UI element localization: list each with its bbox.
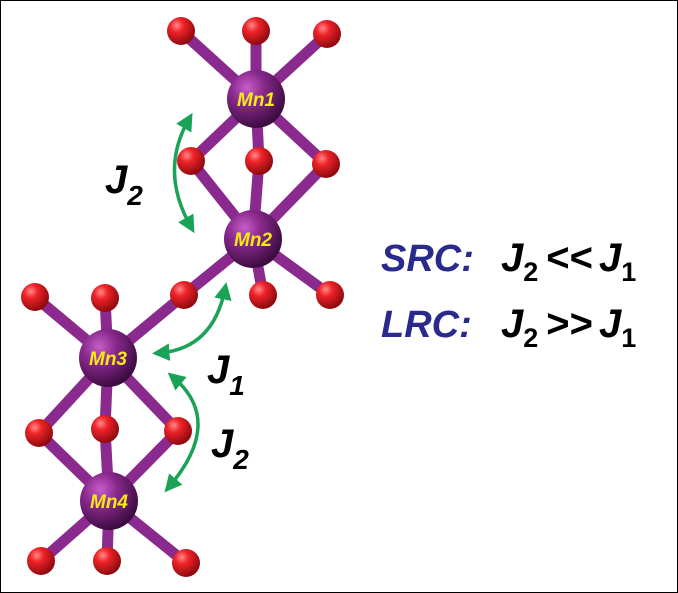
oxygen-atom — [249, 281, 277, 309]
oxygen-atom — [313, 20, 341, 48]
oxygen-atoms — [21, 17, 344, 577]
relation-lrc-expression: J2>>J1 — [501, 302, 636, 353]
mn4-atom: Mn4 — [80, 472, 138, 530]
coupling-label-j2-bottom: J2 — [211, 422, 249, 475]
oxygen-atom — [170, 281, 198, 309]
relation-src: SRC: J2<<J1 — [381, 236, 636, 287]
mn3-label: Mn3 — [89, 349, 127, 370]
relation-lrc-prefix: LRC: — [381, 304, 472, 346]
relation-src-expression: J2<<J1 — [501, 236, 636, 287]
coupling-arrows — [152, 112, 232, 493]
oxygen-atom — [245, 147, 273, 175]
oxygen-atom — [27, 547, 55, 575]
oxygen-atom — [167, 17, 195, 45]
mn2-atom: Mn2 — [224, 210, 282, 268]
arrow-j2-bottom — [164, 372, 200, 493]
mn1-sphere — [227, 70, 285, 128]
arrow-j1 — [152, 282, 232, 361]
oxygen-atom — [242, 17, 270, 45]
oxygen-atom — [91, 284, 119, 312]
mn4-label: Mn4 — [90, 492, 128, 513]
mn1-atom: Mn1 — [227, 70, 285, 128]
mn3-atom: Mn3 — [79, 329, 137, 387]
oxygen-atom — [164, 417, 192, 445]
oxygen-atom — [316, 281, 344, 309]
oxygen-atom — [25, 419, 53, 447]
mn1-label: Mn1 — [237, 90, 275, 111]
arrow-j2-top — [172, 112, 195, 234]
relation-src-prefix: SRC: — [381, 238, 474, 280]
oxygen-atom — [177, 147, 205, 175]
oxygen-atom — [91, 415, 119, 443]
oxygen-atom — [312, 150, 340, 178]
oxygen-atom — [93, 547, 121, 575]
relation-lrc: LRC: J2>>J1 — [381, 302, 636, 353]
mn2-label: Mn2 — [234, 230, 272, 251]
oxygen-atom — [21, 283, 49, 311]
mn2-sphere — [224, 210, 282, 268]
coupling-label-j1: J1 — [207, 348, 245, 401]
mn4-sphere — [80, 472, 138, 530]
oxygen-atom — [172, 549, 200, 577]
coupling-label-j2-top: J2 — [105, 158, 143, 211]
mn3-sphere — [79, 329, 137, 387]
